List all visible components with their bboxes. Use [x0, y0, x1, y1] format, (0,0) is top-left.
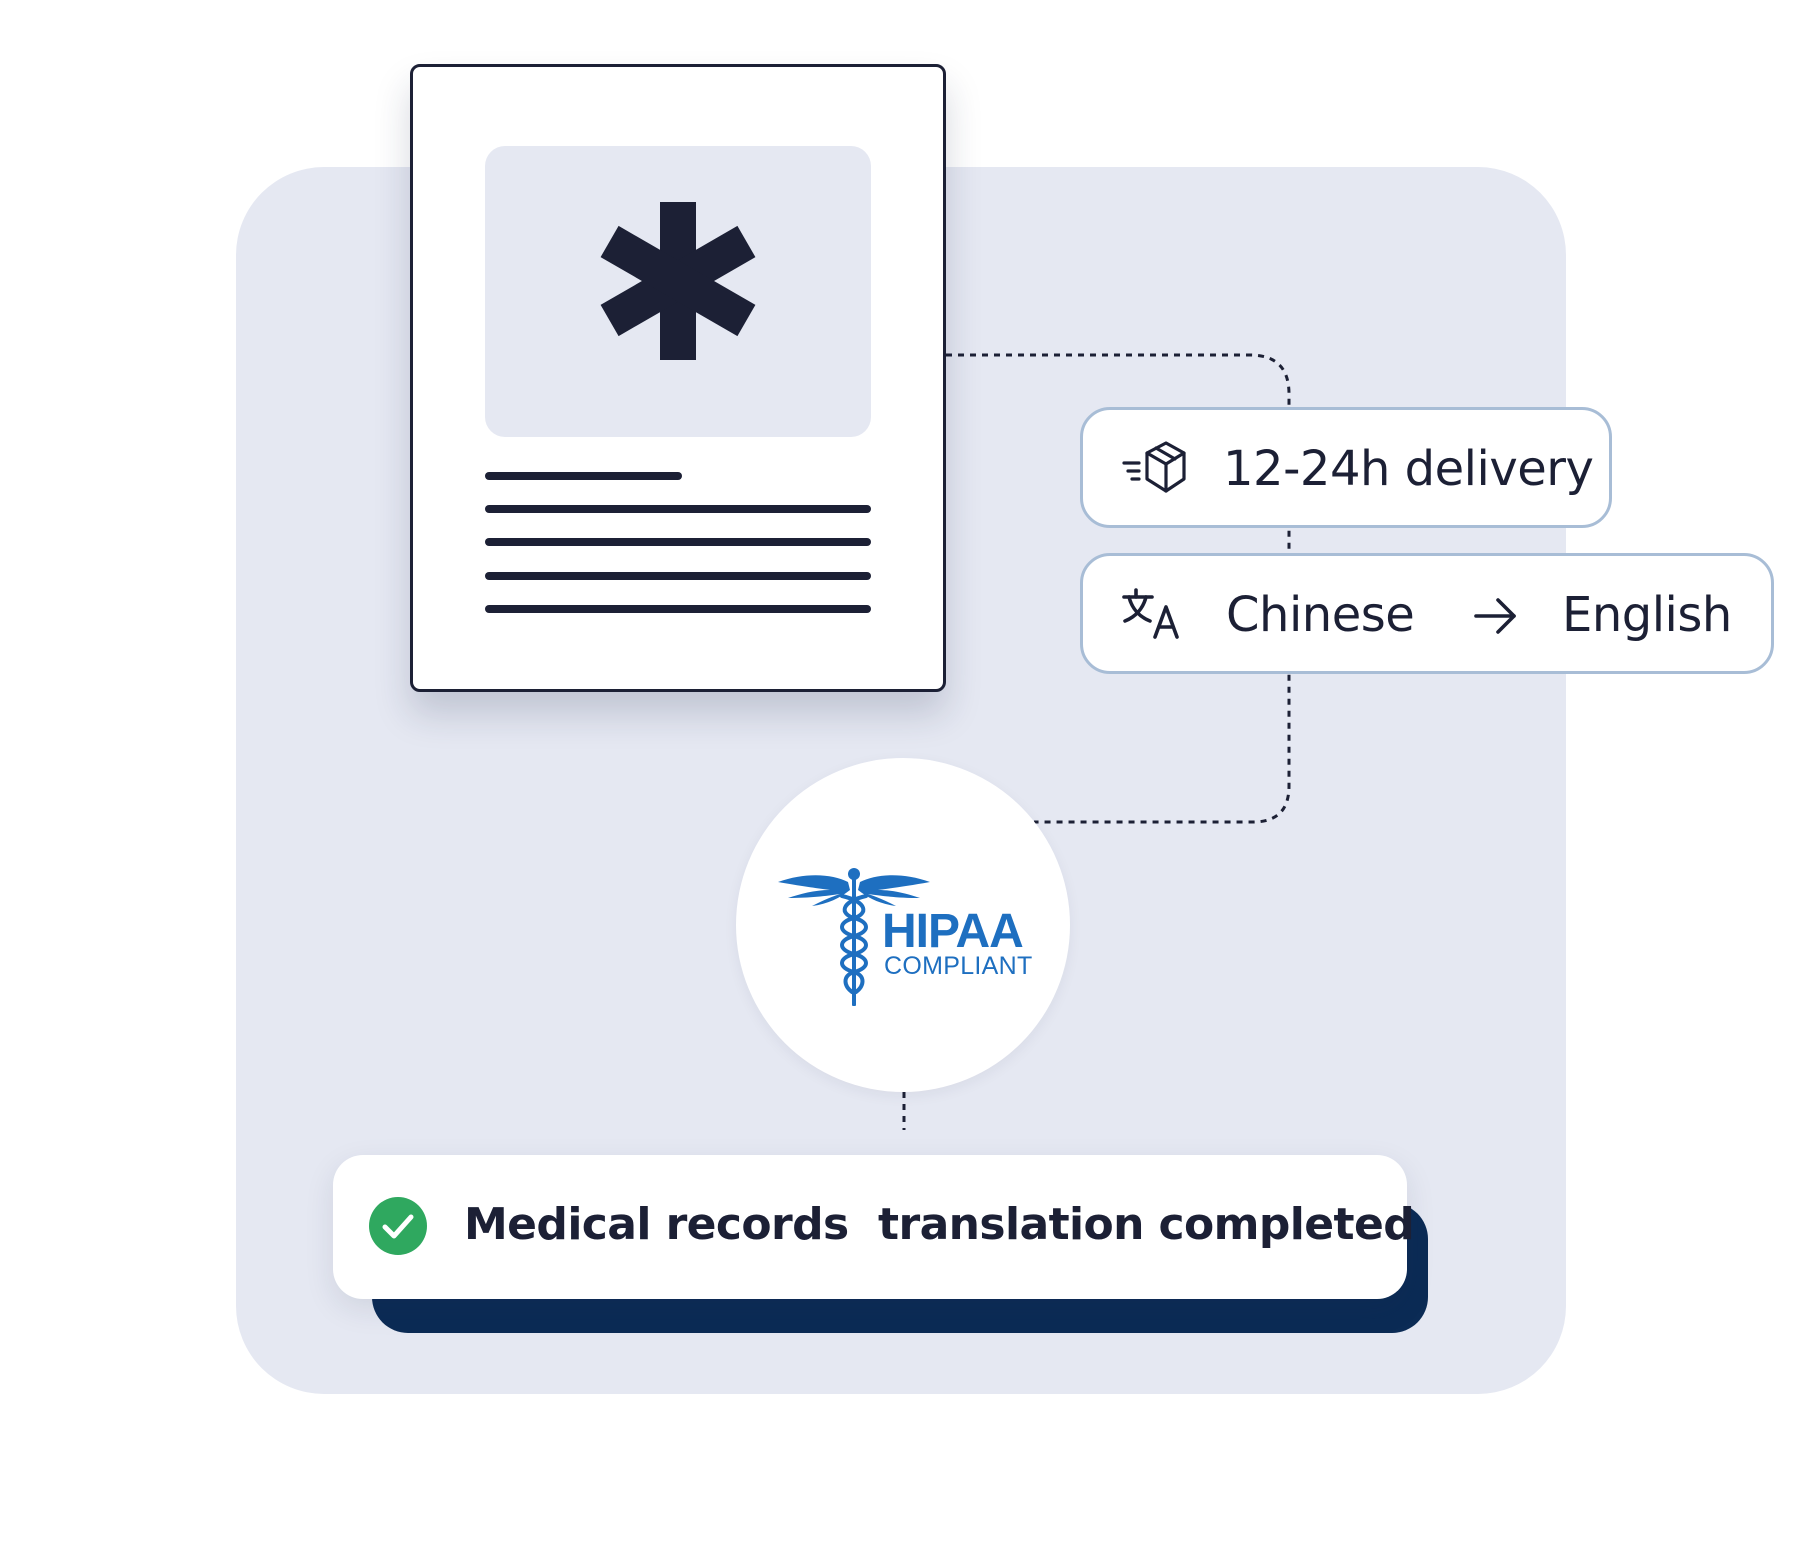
document-text-line: [485, 605, 871, 613]
delivery-time-pill: 12-24h delivery: [1080, 407, 1612, 528]
source-language: Chinese: [1226, 587, 1415, 643]
completion-status-bar: Medical records translation completed: [333, 1155, 1415, 1299]
status-message: Medical records translation completed: [464, 1199, 1415, 1250]
medical-asterisk-icon: [600, 202, 756, 360]
check-circle-icon: [369, 1197, 427, 1255]
document-text-line: [485, 472, 682, 480]
hipaa-subtitle: COMPLIANT: [884, 952, 1033, 980]
caduceus-icon: [778, 868, 930, 1006]
package-delivery-icon: [1122, 441, 1186, 493]
hipaa-badge: HIPAA COMPLIANT: [736, 758, 1070, 1092]
delivery-label: 12-24h delivery: [1223, 441, 1594, 497]
document-illustration: [485, 146, 871, 437]
arrow-right-icon: [1474, 598, 1516, 634]
document-text-line: [485, 505, 871, 513]
hipaa-title: HIPAA: [882, 905, 1024, 958]
document-text-line: [485, 572, 871, 580]
document-text-line: [485, 538, 871, 546]
language-pair-pill: Chinese English: [1080, 553, 1774, 674]
medical-document-card: [410, 64, 946, 692]
target-language: English: [1562, 587, 1732, 643]
translate-icon: [1122, 588, 1179, 639]
